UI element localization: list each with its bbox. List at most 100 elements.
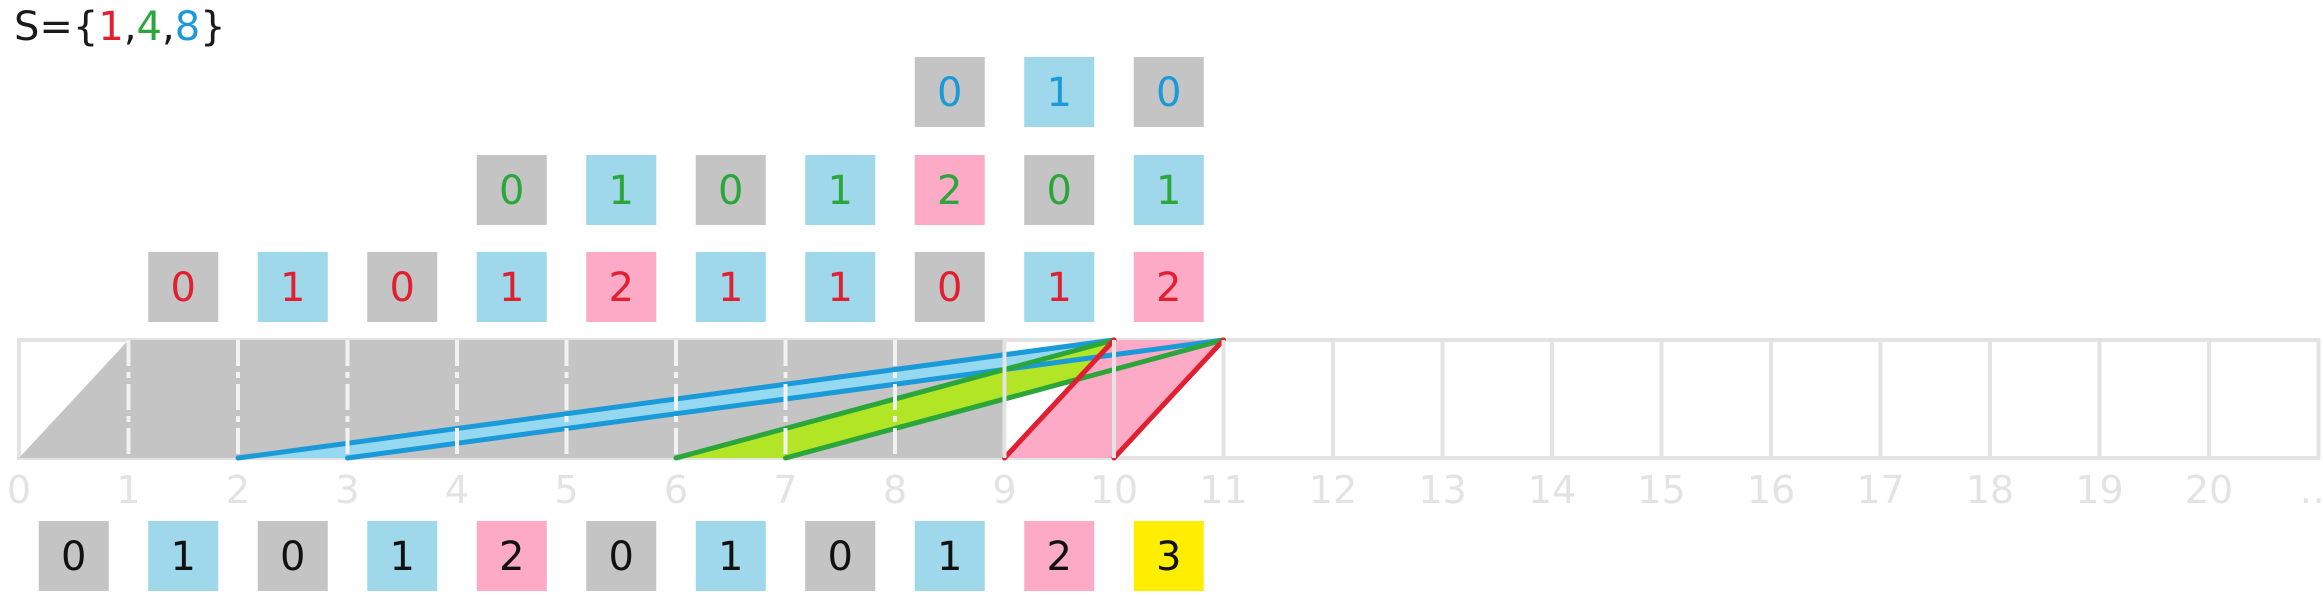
cell-value-result: 0 [609, 534, 634, 580]
cell-s1 [257, 252, 328, 322]
set-element-8: 8 [175, 4, 200, 50]
cell-s4 [586, 155, 657, 225]
set-element-4: 4 [137, 4, 162, 50]
link-s1 [1002, 337, 1117, 461]
cell-value-s1: 1 [828, 265, 853, 311]
axis-label: 0 [7, 468, 31, 512]
cell-s4 [476, 155, 547, 225]
cell-s1 [148, 252, 219, 322]
reached-region [19, 340, 1005, 458]
cell-value-s4: 1 [609, 168, 634, 214]
cell-value-result: 2 [499, 534, 524, 580]
cell-s1 [805, 252, 876, 322]
cell-value-s4: 1 [1156, 168, 1181, 214]
cell-result [1024, 521, 1095, 591]
cell-value-s8: 0 [1156, 70, 1181, 116]
cell-s1 [367, 252, 438, 322]
set-suffix: } [200, 4, 225, 50]
axis-label: 11 [1199, 468, 1247, 512]
axis-label: 18 [1966, 468, 2014, 512]
cell-value-result: 0 [61, 534, 86, 580]
cell-value-s1: 1 [499, 265, 524, 311]
cell-result [805, 521, 876, 591]
cell-result [695, 521, 766, 591]
link-s1 [1111, 337, 1226, 461]
cell-s1 [476, 252, 547, 322]
set-separator: , [162, 4, 175, 50]
axis-label: 12 [1309, 468, 1357, 512]
axis-label: 3 [335, 468, 359, 512]
band-s8 [238, 340, 1224, 458]
axis-label: 4 [445, 468, 469, 512]
axis-label: 1 [116, 468, 140, 512]
cell-value-result: 1 [390, 534, 415, 580]
cell-result [1133, 521, 1204, 591]
cell-s1 [586, 252, 657, 322]
axis-label: 15 [1637, 468, 1685, 512]
axis-label: 8 [883, 468, 907, 512]
axis-label: 13 [1418, 468, 1466, 512]
cell-value-s8: 1 [1047, 70, 1072, 116]
cell-value-result: 1 [937, 534, 962, 580]
cell-value-result: 0 [280, 534, 305, 580]
track-dividers [126, 340, 2211, 458]
cell-value-s1: 1 [1047, 265, 1072, 311]
cell-value-s1: 0 [390, 265, 415, 311]
cell-s1 [914, 252, 985, 322]
cell-s8 [1133, 57, 1204, 127]
cell-value-s4: 1 [828, 168, 853, 214]
axis-label: 10 [1090, 468, 1138, 512]
cell-value-result: 1 [718, 534, 743, 580]
axis-label: 2 [226, 468, 250, 512]
cell-result [38, 521, 109, 591]
cell-value-s8: 0 [937, 70, 962, 116]
cell-result [367, 521, 438, 591]
cell-result [586, 521, 657, 591]
cell-value-result: 2 [1047, 534, 1072, 580]
cell-value-result: 0 [828, 534, 853, 580]
cell-s4 [695, 155, 766, 225]
cell-value-s1: 0 [171, 265, 196, 311]
cell-s4 [805, 155, 876, 225]
axis-label: 20 [2185, 468, 2233, 512]
cell-value-s1: 1 [718, 265, 743, 311]
set-separator: , [124, 4, 137, 50]
axis-label: 9 [992, 468, 1016, 512]
axis-label: 19 [2075, 468, 2123, 512]
cell-result [476, 521, 547, 591]
axis-label: 5 [554, 468, 578, 512]
cell-s4 [914, 155, 985, 225]
axis-label: … [2300, 468, 2323, 512]
cell-value-s4: 0 [499, 168, 524, 214]
cell-s4 [1024, 155, 1095, 225]
set-prefix: S={ [14, 4, 98, 50]
cell-s8 [914, 57, 985, 127]
axis-label: 7 [773, 468, 797, 512]
cell-value-s1: 2 [609, 265, 634, 311]
cell-value-s4: 0 [718, 168, 743, 214]
cell-value-s1: 1 [280, 265, 305, 311]
set-element-1: 1 [98, 4, 123, 50]
axis-label: 16 [1747, 468, 1795, 512]
cell-result [257, 521, 328, 591]
cell-value-result: 3 [1156, 534, 1181, 580]
cell-result [148, 521, 219, 591]
cell-value-s1: 2 [1156, 265, 1181, 311]
cell-s1 [695, 252, 766, 322]
cell-value-s1: 0 [937, 265, 962, 311]
cell-s4 [1133, 155, 1204, 225]
cell-result [914, 521, 985, 591]
cell-value-s4: 0 [1047, 168, 1072, 214]
axis-label: 14 [1528, 468, 1576, 512]
axis-label: 6 [664, 468, 688, 512]
set-definition: S={1,4,8} [14, 4, 226, 50]
axis-label: 17 [1856, 468, 1904, 512]
cell-s8 [1024, 57, 1095, 127]
cell-value-s4: 2 [937, 168, 962, 214]
cell-s1 [1133, 252, 1204, 322]
cell-value-result: 1 [171, 534, 196, 580]
cell-s1 [1024, 252, 1095, 322]
